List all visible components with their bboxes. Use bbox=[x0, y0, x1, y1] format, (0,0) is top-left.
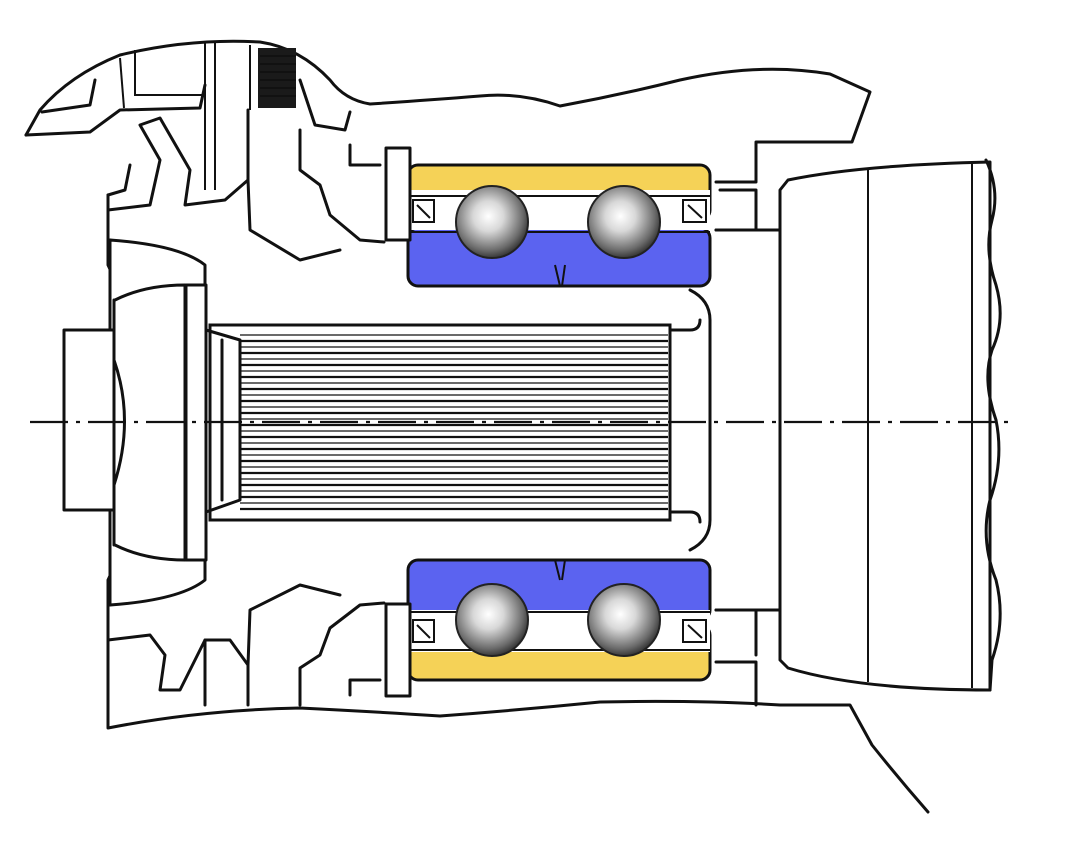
ball-bottom-left bbox=[455, 583, 529, 657]
seal-bottom-left bbox=[384, 602, 412, 698]
shaft-splines bbox=[240, 334, 668, 511]
seal-top-left bbox=[384, 146, 412, 242]
stud-thread-block bbox=[258, 48, 296, 108]
bearing-top bbox=[384, 146, 712, 288]
bearing-bottom bbox=[384, 558, 712, 698]
inner-ring-top bbox=[406, 226, 712, 288]
ball-bottom-right bbox=[587, 583, 661, 657]
ball-top-right bbox=[587, 185, 661, 259]
knuckle-housing-top bbox=[24, 39, 872, 282]
ball-top-left bbox=[455, 185, 529, 259]
cv-joint-bell bbox=[778, 158, 1002, 692]
wheel-hub bbox=[658, 188, 782, 657]
nut-face bbox=[62, 328, 116, 512]
knuckle-housing-bottom bbox=[106, 563, 930, 814]
